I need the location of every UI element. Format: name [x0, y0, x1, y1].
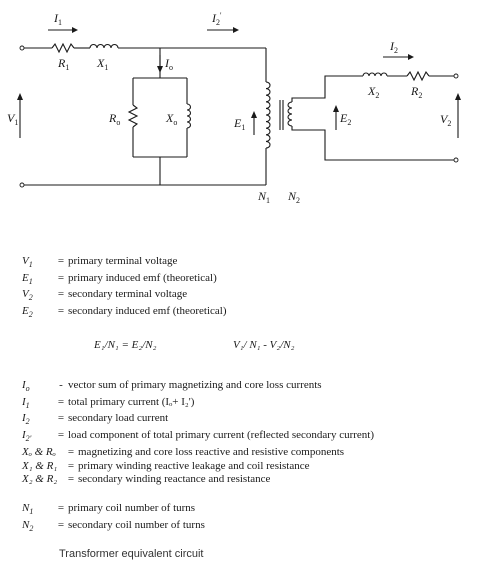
label-e1: E1: [233, 116, 245, 132]
legend-row: I2'=load component of total primary curr…: [22, 429, 375, 444]
label-i1: I1: [53, 11, 62, 27]
legend-row: Xₒ & Rₒ=magnetizing and core loss reacti…: [22, 446, 345, 458]
inductor-xo: [186, 103, 192, 129]
legend-row: N1=primary coil number of turns: [22, 502, 196, 517]
legend-voltages: V1=primary terminal voltage E1=primary i…: [22, 255, 227, 322]
label-i2: I2: [389, 39, 398, 55]
label-v2: V2: [440, 112, 451, 128]
equation-voltage-ratio: V₁/ N₁ - V₂/N₂: [233, 339, 295, 351]
primary-coil: [265, 81, 271, 149]
terminal-primary-bottom: [19, 182, 25, 188]
resistor-r1: [51, 42, 75, 54]
label-x1: X1: [96, 56, 108, 72]
label-io: Io: [164, 56, 173, 72]
legend-row: I1=total primary current (Iₒ+ I₂'): [22, 395, 195, 410]
label-v1: V1: [7, 111, 18, 127]
label-r1: R1: [57, 56, 69, 72]
label-x2: X2: [367, 84, 379, 100]
legend-components: Xₒ & Rₒ=magnetizing and core loss reacti…: [22, 446, 344, 487]
terminal-secondary-top: [453, 73, 459, 79]
label-e2: E2: [339, 111, 351, 127]
terminal-secondary-bottom: [453, 157, 459, 163]
legend-row: I2=secondary load current: [22, 412, 169, 427]
label-xo: Xo: [165, 111, 177, 127]
inductor-x2: [362, 72, 388, 77]
resistor-r2: [406, 70, 430, 82]
label-i2-prime: I2': [211, 11, 222, 27]
legend-row: N2=secondary coil number of turns: [22, 518, 205, 533]
legend-row: X₂ & R₂=secondary winding reactance and …: [22, 473, 271, 485]
equation-emf-ratio: E₁/N₁ = E₂/N₂: [94, 339, 157, 351]
secondary-coil: [287, 101, 293, 127]
label-n2: N2: [287, 189, 300, 205]
legend-row: E1=primary induced emf (theoretical): [22, 271, 217, 286]
legend-row: V1=primary terminal voltage: [22, 255, 178, 270]
label-n1: N1: [257, 189, 270, 205]
label-ro: Ro: [108, 111, 120, 127]
legend-row: V2=secondary terminal voltage: [22, 288, 188, 303]
label-r2: R2: [410, 84, 422, 100]
equivalent-circuit-diagram: I1 I2' I2 Io R1 X1 Ro Xo V1 E1 E2 V2 X2 …: [7, 11, 461, 205]
legend-row: X₁ & R₁=primary winding reactive leakage…: [22, 459, 310, 472]
legend-turns: N1=primary coil number of turns N2=secon…: [22, 502, 205, 535]
figure-caption: Transformer equivalent circuit: [59, 548, 204, 560]
legend-currents: Io-vector sum of primary magnetizing and…: [22, 379, 374, 446]
terminal-primary-top: [19, 45, 25, 51]
legend-row: E2=secondary induced emf (theoretical): [22, 305, 227, 320]
inductor-x1: [89, 43, 119, 49]
legend-row: Io-vector sum of primary magnetizing and…: [22, 379, 322, 394]
resistor-ro: [127, 104, 139, 128]
